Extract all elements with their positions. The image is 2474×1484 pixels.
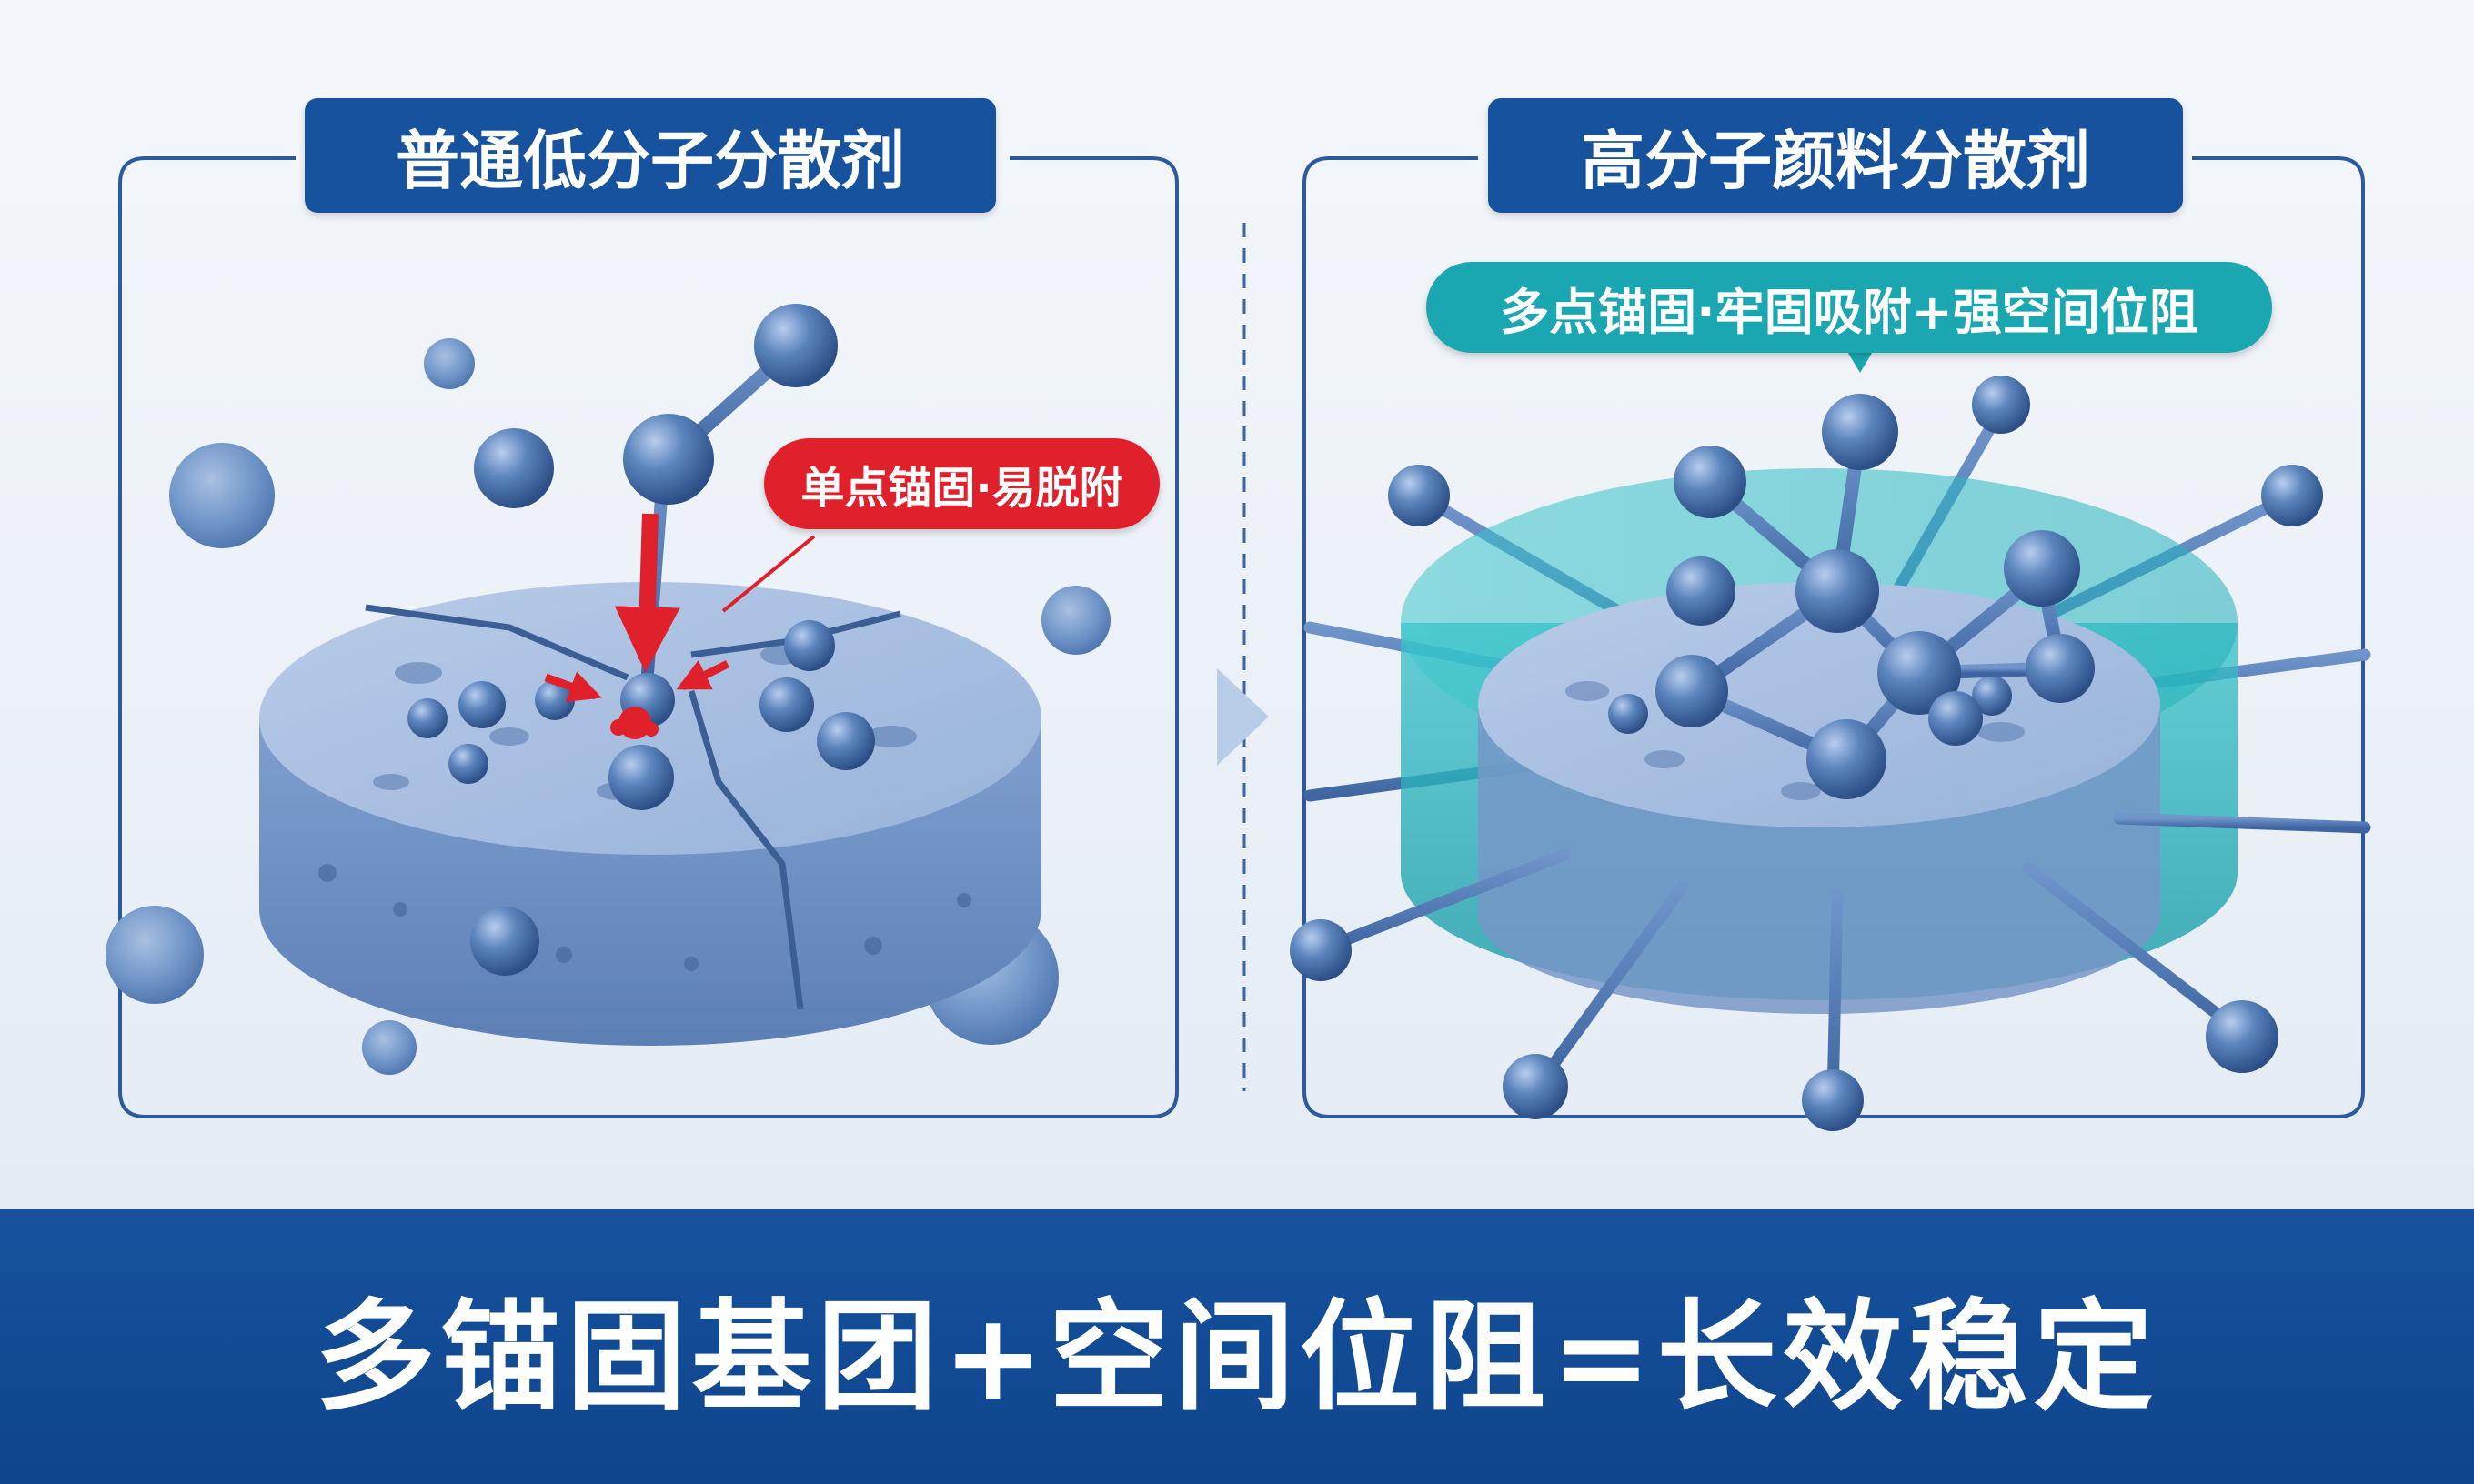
red-arrow-left bbox=[544, 671, 602, 703]
floating-particle bbox=[424, 338, 475, 389]
polymer-chains-front bbox=[1312, 812, 2371, 1107]
left-panel-title: 普通低分子分散剂 bbox=[305, 98, 996, 213]
polymer-network bbox=[1655, 394, 2095, 799]
right-panel bbox=[1290, 156, 2371, 1131]
callout-pointer-right bbox=[1846, 350, 1874, 373]
low-molecular-dispersant bbox=[474, 304, 838, 739]
floating-particle bbox=[1041, 586, 1111, 655]
callout-pointer bbox=[721, 535, 816, 613]
floating-particle bbox=[362, 1020, 417, 1075]
right-callout: 多点锚固·牢固吸附+强空间位阻 bbox=[1426, 262, 2272, 353]
summary-text: 多锚固基团+空间位阻=长效稳定 bbox=[315, 1287, 2159, 1428]
left-callout: 单点锚固·易脱附 bbox=[764, 438, 1160, 529]
red-arrow-right bbox=[676, 659, 730, 691]
left-frame bbox=[118, 156, 1179, 1118]
transition-arrow-icon bbox=[1217, 668, 1269, 766]
floating-particle bbox=[106, 906, 204, 1004]
anchor-point bbox=[610, 707, 659, 739]
left-panel bbox=[106, 156, 1179, 1118]
red-arrow-down bbox=[614, 513, 680, 673]
summary-banner: 多锚固基团+空间位阻=长效稳定 bbox=[0, 1209, 2474, 1484]
floating-particle bbox=[169, 443, 275, 548]
right-panel-title: 高分子颜料分散剂 bbox=[1488, 98, 2183, 213]
